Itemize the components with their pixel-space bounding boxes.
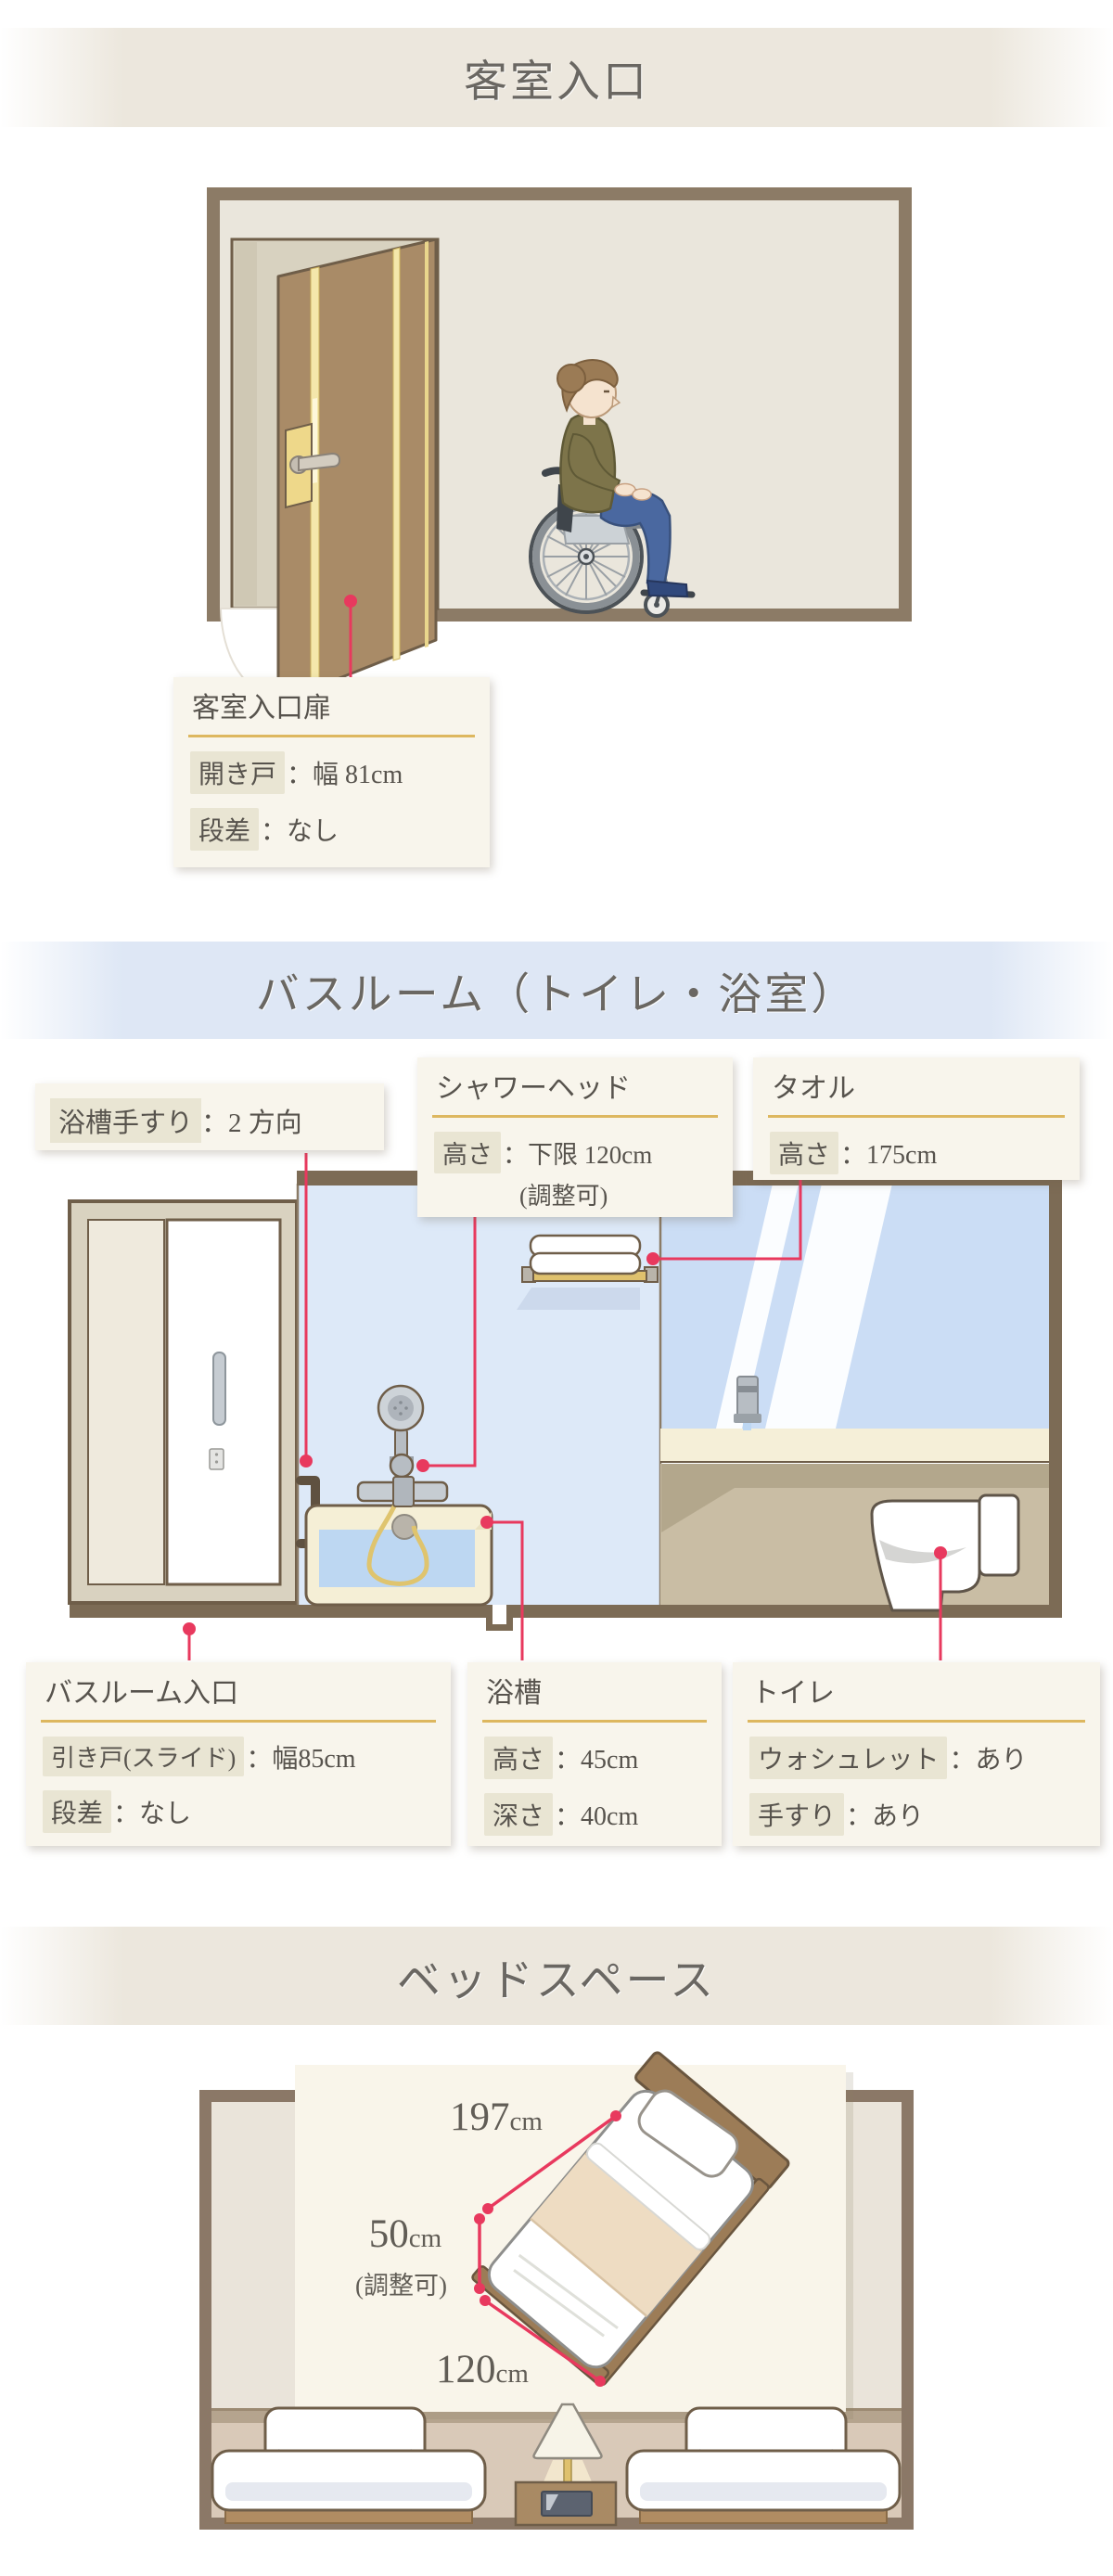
bathtub-info-box: 浴槽 高さ ：45cm 深さ ：40cm: [467, 1662, 722, 1846]
dimension-value: 197: [450, 2095, 510, 2139]
dimension-unit: cm: [509, 2107, 543, 2136]
left-bed-icon: [211, 2406, 487, 2524]
grab-bar-row: 浴槽手すり ：2 方向: [50, 1098, 369, 1143]
shower-head-icon: [356, 1384, 449, 1586]
row-value: ：2 方向: [201, 1109, 302, 1138]
nightstand-icon: [514, 2480, 618, 2527]
entrance-door-info-title: 客室入口扉: [192, 693, 331, 724]
entrance-door-icon: [276, 237, 438, 704]
dimension-value: 120: [436, 2348, 496, 2391]
entrance-door-info-box: 客室入口扉 開き戸 ：幅 81cm 段差 ：なし: [173, 677, 490, 867]
row-label-chip: 手すり: [749, 1793, 845, 1836]
towel-height-row: 高さ ：175cm: [770, 1132, 1063, 1174]
bathroom-entry-title: バスルーム入口: [45, 1678, 239, 1709]
right-bed-icon: [625, 2406, 902, 2524]
gold-divider: [41, 1720, 436, 1723]
row-value: ：下限 120cm: [503, 1141, 653, 1169]
towel-rack-icon: [517, 1234, 659, 1310]
bathroom-illustration: [68, 1153, 1062, 1660]
bathroom-entry-row-step: 段差 ：なし: [43, 1790, 434, 1833]
gold-divider: [482, 1720, 707, 1723]
entrance-door-row-step: 段差 ：なし: [190, 808, 473, 851]
bed-section-title: ベッドスペース: [396, 1956, 717, 2006]
row-label-chip: 高さ: [434, 1132, 501, 1173]
row-label-chip: 高さ: [770, 1132, 839, 1174]
bed-width-dimension: 120cm: [399, 2347, 566, 2392]
bed-dimension-lines: [478, 2114, 618, 2383]
row-label-chip: 浴槽手すり: [50, 1098, 202, 1143]
row-label-chip: 深さ: [484, 1793, 554, 1836]
shower-adjustable-note: (調整可): [519, 1183, 608, 1210]
toilet-info-title: トイレ: [751, 1678, 835, 1709]
row-label-chip: 引き戸(スライド): [43, 1737, 245, 1776]
bathtub-row-depth: 深さ ：40cm: [484, 1793, 705, 1836]
row-label-chip: 段差: [190, 808, 260, 851]
bed-height-dimension: 50cm: [336, 2211, 475, 2257]
row-value: ：40cm: [555, 1802, 639, 1831]
shower-callout-title: シャワーヘッド: [436, 1073, 631, 1104]
toilet-icon: [870, 1493, 1020, 1612]
bathroom-callout-lines: [187, 1153, 942, 1660]
bathtub-icon: [304, 1504, 493, 1607]
gold-divider: [432, 1115, 718, 1118]
row-value: ：幅85cm: [246, 1744, 356, 1774]
row-value: ：あり: [949, 1746, 1028, 1775]
grab-bar-callout-box: 浴槽手すり ：2 方向: [35, 1083, 384, 1150]
bathroom-entry-row-width: 引き戸(スライド) ：幅85cm: [43, 1737, 434, 1776]
sink-faucet-icon: [734, 1376, 761, 1430]
bed-section-header: ベッドスペース: [0, 1927, 1113, 2025]
towel-callout-title: タオル: [772, 1073, 855, 1104]
towel-callout-box: タオル 高さ ：175cm: [753, 1057, 1080, 1180]
entrance-section-header: 客室入口: [0, 28, 1113, 127]
bathroom-sliding-door-icon: [68, 1199, 299, 1605]
bed-length-dimension: 197cm: [408, 2095, 584, 2140]
row-label-chip: 高さ: [484, 1737, 554, 1779]
row-value: ：なし: [113, 1800, 192, 1828]
toilet-row-washlet: ウォシュレット ：あり: [749, 1737, 1083, 1779]
entrance-door-row-width: 開き戸 ：幅 81cm: [190, 751, 473, 794]
row-value: ：幅 81cm: [287, 761, 403, 789]
row-label-chip: 開き戸: [190, 751, 286, 794]
entrance-section-title: 客室入口: [464, 58, 649, 107]
bathroom-section-header: バスルーム（トイレ・浴室）: [0, 942, 1113, 1039]
gold-divider: [748, 1720, 1085, 1723]
row-value: ：175cm: [840, 1141, 938, 1170]
bathtub-row-height: 高さ ：45cm: [484, 1737, 705, 1779]
bathroom-mirror-icon: [660, 1184, 1049, 1429]
shower-height-row: 高さ ：下限 120cm: [434, 1132, 716, 1173]
lamp-glow: [532, 2460, 603, 2508]
toilet-info-box: トイレ ウォシュレット ：あり 手すり ：あり: [733, 1662, 1100, 1846]
entrance-callout-line: [344, 595, 357, 680]
wheelchair-user-icon: [529, 359, 696, 618]
gold-divider: [768, 1115, 1065, 1118]
dimension-unit: cm: [408, 2224, 442, 2253]
bed-height-adjustable-note: (調整可): [355, 2272, 447, 2300]
row-value: ：なし: [261, 817, 339, 846]
bathtub-info-title: 浴槽: [486, 1678, 542, 1709]
bed-dimension-dots: [474, 2110, 621, 2387]
row-label-chip: 段差: [43, 1790, 112, 1833]
lamp-icon: [532, 2403, 603, 2487]
bathroom-callout-dots: [183, 1252, 947, 1635]
grab-bar-icon: [296, 1476, 320, 1548]
shower-callout-box: シャワーヘッド 高さ ：下限 120cm (調整可): [417, 1057, 733, 1217]
toilet-row-grabbar: 手すり ：あり: [749, 1793, 1083, 1836]
dimension-value: 50: [368, 2212, 409, 2256]
entrance-room-illustration: [207, 187, 912, 704]
row-value: ：あり: [846, 1802, 925, 1831]
gold-divider: [188, 735, 475, 737]
row-label-chip: ウォシュレット: [749, 1737, 948, 1779]
row-value: ：45cm: [555, 1746, 639, 1775]
bathroom-entry-info-box: バスルーム入口 引き戸(スライド) ：幅85cm 段差 ：なし: [26, 1662, 451, 1846]
bathroom-section-title: バスルーム（トイレ・浴室）: [255, 971, 858, 1019]
dimension-unit: cm: [495, 2359, 529, 2389]
